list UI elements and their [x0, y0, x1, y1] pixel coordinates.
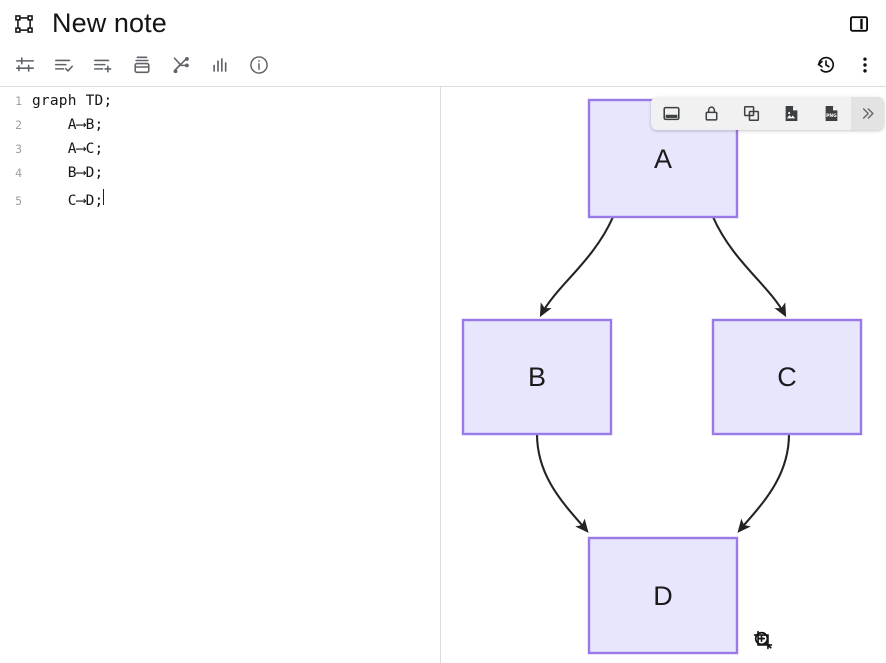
title-bar: New note	[0, 0, 886, 47]
line-number: 5	[15, 194, 22, 208]
page-title[interactable]: New note	[52, 8, 167, 38]
line-number: 3	[15, 142, 22, 156]
split-panel-icon[interactable]	[844, 9, 874, 39]
note-toolbar	[0, 43, 886, 86]
node-a-label: A	[654, 144, 672, 174]
diagram-edges	[535, 216, 791, 533]
code-line-2[interactable]: 2 A⟶B;	[0, 117, 440, 141]
bar-chart-icon[interactable]	[200, 45, 239, 84]
export-svg-icon[interactable]	[771, 97, 811, 130]
fit-to-panel-icon[interactable]	[651, 97, 691, 130]
graph-node-icon[interactable]	[161, 45, 200, 84]
node-c-label: C	[777, 362, 797, 392]
more-vertical-icon[interactable]	[845, 45, 884, 84]
node-c-box[interactable]	[711, 318, 863, 436]
mermaid-flowchart-svg: A B C D	[461, 98, 863, 655]
header-divider	[0, 86, 886, 87]
add-list-item-icon[interactable]	[83, 45, 122, 84]
line-number: 1	[15, 94, 22, 108]
line-content: graph TD;	[32, 93, 113, 109]
diagram-floating-toolbar: PNG	[651, 97, 884, 130]
node-d-box[interactable]	[587, 536, 739, 655]
diagram-preview[interactable]: A B C D	[441, 87, 886, 663]
diagram-node-d[interactable]: D	[587, 536, 739, 655]
text-caret	[103, 189, 105, 205]
chevron-double-right-icon[interactable]	[851, 97, 884, 130]
info-circle-icon[interactable]	[239, 45, 278, 84]
transform-frame-icon	[10, 10, 38, 38]
settings-sliders-icon[interactable]	[5, 45, 44, 84]
copy-icon[interactable]	[731, 97, 771, 130]
node-b-box[interactable]	[461, 318, 613, 436]
code-line-3[interactable]: 3 A⟶C;	[0, 141, 440, 165]
code-editor[interactable]: 1 graph TD; 2 A⟶B; 3 A⟶C; 4 B⟶D; 5 C⟶D;	[0, 87, 440, 663]
export-png-icon[interactable]: PNG	[811, 97, 851, 130]
node-b-label: B	[528, 362, 546, 392]
edge-a-to-c	[712, 216, 787, 318]
line-number: 2	[15, 118, 22, 132]
edge-c-to-d	[737, 433, 791, 533]
code-line-1[interactable]: 1 graph TD;	[0, 93, 440, 117]
edge-b-to-d	[535, 433, 589, 533]
history-clock-icon[interactable]	[806, 45, 845, 84]
svg-text:PNG: PNG	[826, 113, 837, 119]
diagram-node-b[interactable]: B	[461, 318, 613, 436]
code-line-4[interactable]: 4 B⟶D;	[0, 165, 440, 189]
line-content: C⟶D;	[32, 193, 104, 209]
checklist-icon[interactable]	[44, 45, 83, 84]
node-d-label: D	[653, 581, 673, 611]
line-content: B⟶D;	[32, 165, 104, 181]
line-content: A⟶C;	[32, 141, 104, 157]
line-number: 4	[15, 166, 22, 180]
archive-box-icon[interactable]	[122, 45, 161, 84]
pane-divider[interactable]	[440, 87, 441, 663]
edge-a-to-b	[539, 216, 614, 318]
diagram-node-c[interactable]: C	[711, 318, 863, 436]
line-content: A⟶B;	[32, 117, 104, 133]
code-line-5[interactable]: 5 C⟶D;	[0, 189, 440, 213]
zoom-controls	[752, 629, 872, 655]
fit-crop-icon[interactable]	[753, 629, 872, 655]
lock-icon[interactable]	[691, 97, 731, 130]
zoom-out-icon[interactable]	[754, 629, 825, 655]
